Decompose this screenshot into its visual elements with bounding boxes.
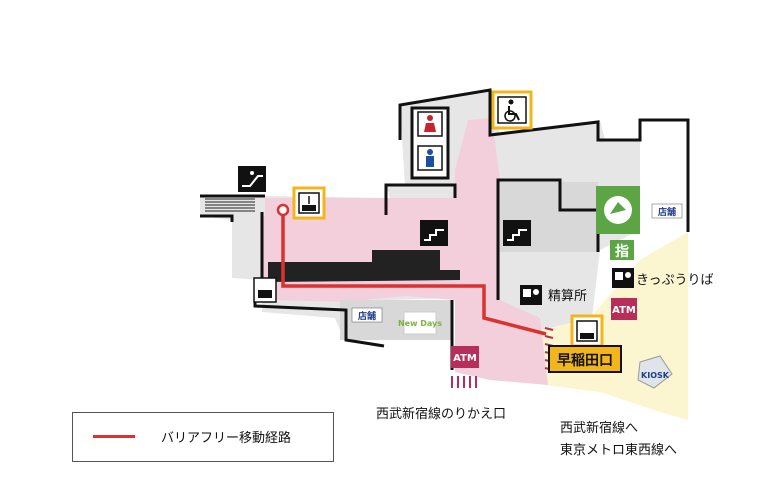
left-stairs bbox=[205, 198, 255, 212]
atm-icon-bottom bbox=[451, 346, 479, 368]
newdays-logo bbox=[403, 311, 437, 335]
seibu-transfer-label: 西武新宿線のりかえ口 bbox=[376, 406, 506, 422]
legend-route-label: バリアフリー移動経路 bbox=[161, 431, 292, 446]
fare-adjust-label: 精算所 bbox=[548, 289, 587, 304]
fare-adjust-icon bbox=[520, 285, 542, 305]
escalator-icon bbox=[238, 166, 266, 192]
waseda-exit-sign bbox=[548, 345, 622, 373]
elevator-icon-upper bbox=[292, 186, 326, 220]
ticket-machine-icon bbox=[612, 268, 634, 288]
kiosk-shop bbox=[637, 355, 673, 389]
kiosk-label: KIOSK bbox=[641, 371, 670, 380]
elevator-icon-waseda bbox=[570, 314, 604, 348]
newdays-label: New Days bbox=[398, 319, 442, 328]
accessible-toilet-icon bbox=[491, 90, 533, 130]
seibu-direction-label: 西武新宿線へ bbox=[560, 420, 638, 436]
service-block bbox=[268, 250, 460, 282]
shop-label-bottom: 店舗 bbox=[358, 310, 376, 322]
waseda-exit-label: 早稲田口 bbox=[557, 352, 613, 369]
green-service-area bbox=[596, 186, 640, 234]
toilet-area bbox=[410, 106, 450, 180]
legend-route-line bbox=[93, 435, 135, 438]
metro-direction-label: 東京メトロ東西線へ bbox=[560, 442, 677, 458]
route-start-marker bbox=[276, 203, 290, 217]
stairs-icon-2 bbox=[503, 220, 531, 246]
elevator-icon-left bbox=[253, 277, 277, 303]
atm-icon-right bbox=[611, 298, 637, 320]
atm-label-bottom: ATM bbox=[453, 353, 477, 364]
atm-label-right: ATM bbox=[612, 305, 636, 316]
barrier-free-route-line bbox=[281, 212, 547, 336]
stairs-icon-1 bbox=[420, 220, 448, 246]
ticket-office-label: きっぷうりば bbox=[636, 273, 713, 288]
shop-label-right: 店舗 bbox=[658, 206, 676, 218]
legend-box: バリアフリー移動経路 bbox=[72, 412, 334, 462]
info-sign-icon bbox=[610, 240, 634, 260]
info-sign-label: 指 bbox=[615, 243, 629, 260]
